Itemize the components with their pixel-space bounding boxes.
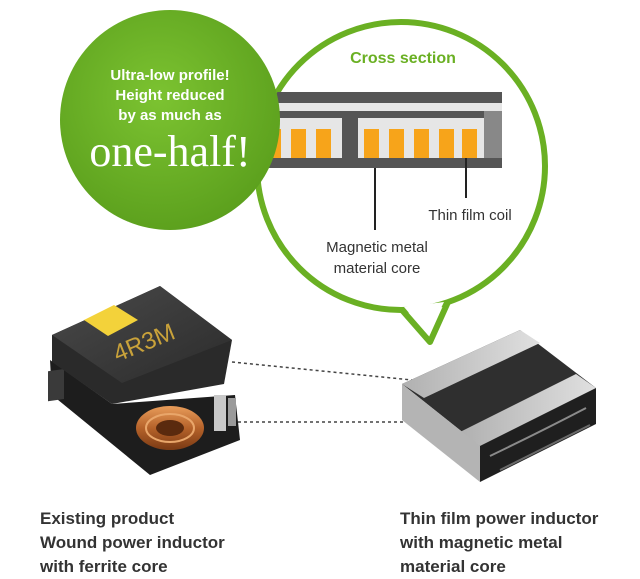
inductor-terminal-right-side: [228, 398, 236, 426]
new-caption-line2: with magnetic metal: [400, 533, 563, 552]
coil-segment: [439, 129, 454, 158]
label-core-line2: material core: [334, 260, 421, 277]
badge-circle: [60, 10, 280, 230]
core-bottom: [257, 158, 502, 168]
bubble-tail-fill: [404, 302, 444, 335]
badge-line2: Height reduced: [115, 87, 224, 104]
chip-top-face: [402, 330, 596, 446]
cross-section-drawing: [257, 92, 502, 168]
new-caption-line1: Thin film power inductor: [400, 509, 599, 528]
cross-section-title: Cross section: [350, 50, 456, 67]
label-core-line1: Magnetic metal: [326, 239, 428, 256]
label-thin-film-coil: Thin film coil: [428, 207, 511, 224]
new-product-caption: Thin film power inductor with magnetic m…: [400, 507, 598, 579]
chip-cap-top-left: [402, 330, 540, 398]
existing-caption-line1: Existing product: [40, 509, 175, 528]
coil-segment: [414, 129, 429, 158]
chip-front-right: [480, 388, 596, 482]
inductor-top-face: [52, 286, 232, 383]
polarity-mark: [84, 305, 138, 336]
badge-emphasis: one-half!: [89, 127, 250, 176]
new-caption-line3: material core: [400, 557, 506, 576]
wound-inductor-photo: 4R3M: [48, 286, 240, 475]
copper-coil-winding: [145, 413, 195, 443]
comparison-line-top: [231, 361, 413, 381]
coil-segment: [316, 129, 331, 158]
existing-caption-line3: with ferrite core: [40, 557, 168, 576]
cross-section-bubble: Cross section Thin film coil Magnetic me…: [254, 19, 548, 345]
core-terminal: [484, 111, 502, 158]
chip-front-left: [402, 384, 480, 482]
core-top-strip: [257, 103, 502, 111]
chip-film-line: [499, 424, 591, 471]
coil-segment: [462, 129, 477, 158]
chip-edge-highlight: [489, 407, 587, 457]
existing-product-caption: Existing product Wound power inductor wi…: [40, 507, 225, 579]
ultra-low-profile-badge: Ultra-low profile! Height reduced by as …: [60, 10, 280, 230]
thin-film-inductor-photo: [402, 330, 596, 482]
inductor-terminal-left: [48, 369, 64, 402]
existing-caption-line2: Wound power inductor: [40, 533, 225, 552]
coil-segment: [389, 129, 404, 158]
coil-segment: [364, 129, 379, 158]
badge-line3: by as much as: [118, 107, 221, 124]
badge-line1: Ultra-low profile!: [110, 67, 229, 84]
inductor-terminal-right: [214, 395, 226, 431]
chip-cap-top-right: [460, 374, 596, 446]
copper-coil-center: [156, 420, 184, 436]
coil-segment: [291, 129, 306, 158]
